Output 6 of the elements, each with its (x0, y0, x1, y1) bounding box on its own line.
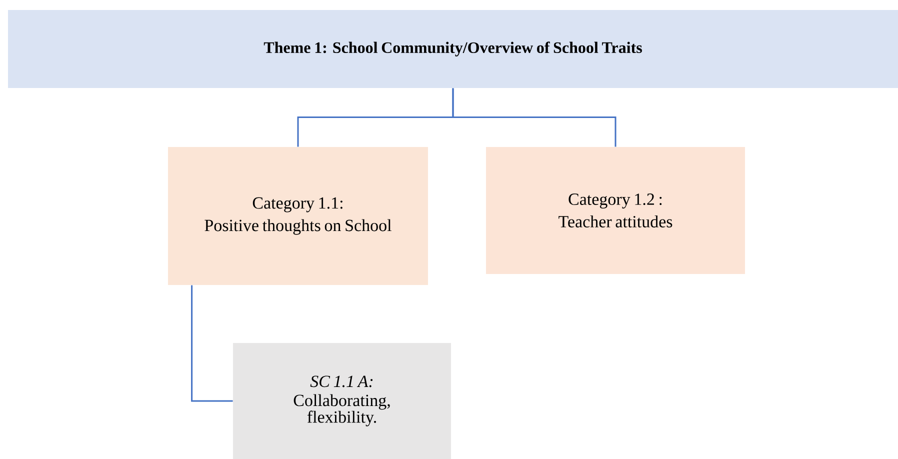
connector-line (191, 285, 233, 402)
theme-box: Theme 1: School Community/Overview of School Traits (8, 10, 898, 88)
subcategory-box: SC 1.1 A: Collaborating, flexibility. (233, 343, 451, 459)
connector-line (452, 88, 616, 147)
category-box: Category 1.2 : Teacher attitudes (486, 147, 745, 274)
category-box: Category 1.1: Positive thoughts on School (168, 147, 428, 285)
